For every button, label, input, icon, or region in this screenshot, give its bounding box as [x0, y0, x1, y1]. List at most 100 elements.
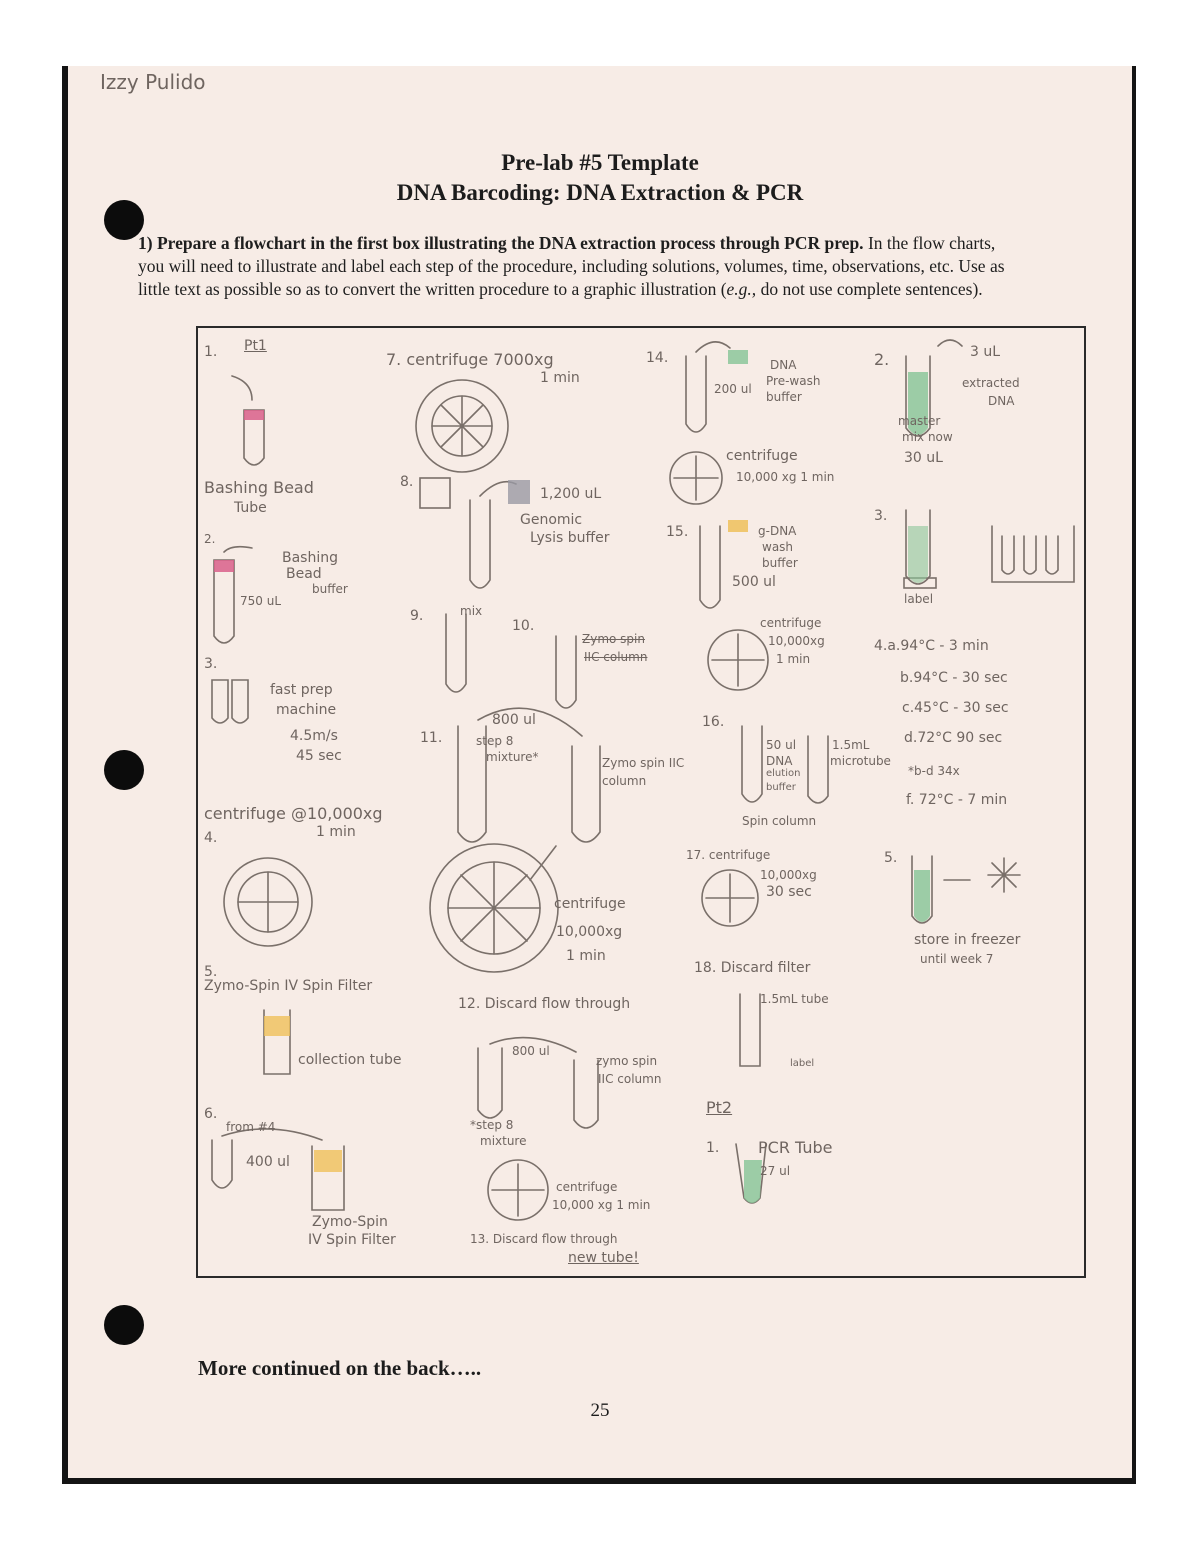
fastprep-tube-a [212, 680, 228, 723]
note-pt2-step-5-until: until week 7 [920, 952, 993, 966]
note-step-10-label2: IIC column [584, 650, 647, 664]
note-step-4-time: 1 min [316, 824, 356, 840]
note-step-3-time: 45 sec [296, 748, 342, 764]
note-step-18-tube: 1.5mL tube [760, 992, 829, 1006]
note-step-16-elution: elution [766, 768, 800, 779]
note-step-2-label2: Bead [286, 566, 322, 582]
note-pt2-step-2-extracted: extracted [962, 376, 1020, 390]
note-step-17-time: 30 sec [766, 884, 812, 900]
note-step-16-buffer: buffer [766, 782, 796, 793]
note-pt2-step-4a: 4.a.94°C - 3 min [874, 638, 989, 654]
note-step-8-label2: Lysis buffer [530, 530, 610, 546]
note-step-2-volume: 750 uL [240, 594, 281, 608]
note-step-14-speed: 10,000 xg 1 min [736, 470, 834, 484]
note-step-11-centrifuge: centrifuge [554, 896, 626, 912]
note-step-4-centrifuge: centrifuge @10,000xg [204, 804, 383, 823]
note-pt2-step-4f: f. 72°C - 7 min [906, 792, 1007, 808]
note-pt2-step-1-label: PCR Tube [758, 1138, 833, 1157]
note-step-15-centrifuge: centrifuge [760, 616, 821, 630]
note-pt1: Pt1 [244, 338, 267, 354]
note-step-1-number: 1. [204, 344, 217, 360]
note-pt2-step-4d: d.72°C 90 sec [904, 730, 1002, 746]
note-pt2-step-4c: c.45°C - 30 sec [902, 700, 1009, 716]
fastprep-tube-b [232, 680, 248, 723]
note-step-13: 13. Discard flow through [470, 1232, 618, 1246]
pink-beads-1 [244, 410, 264, 420]
note-step-12-speed: 10,000 xg 1 min [552, 1198, 650, 1212]
note-step-11-speed: 10,000xg [556, 924, 622, 940]
note-step-10-label: Zymo spin [582, 632, 645, 646]
note-step-7: 7. centrifuge 7000xg [386, 350, 554, 369]
gray-buffer-8 [508, 480, 530, 504]
yellow-filter-6 [314, 1150, 342, 1172]
tube-11b [572, 746, 600, 842]
note-step-12-mix: *step 8 [470, 1118, 513, 1132]
tube-12a [478, 1048, 502, 1118]
note-step-14-number: 14. [646, 350, 668, 366]
lid-8 [420, 478, 450, 508]
note-step-1-label2: Tube [234, 500, 267, 516]
note-step-15-wash: wash [762, 540, 793, 554]
tube-12b [574, 1060, 598, 1128]
snowflake-icon [988, 858, 1020, 892]
note-pt2-step-4e: *b-d 34x [908, 764, 960, 778]
yellow-filter-5 [264, 1016, 290, 1036]
note-step-12-centrifuge: centrifuge [556, 1180, 617, 1194]
note-step-15-volume: 500 ul [732, 574, 776, 590]
note-step-15-time: 1 min [776, 652, 810, 666]
note-pt2-step-2-mix: mix now [902, 430, 953, 444]
note-step-6-number: 6. [204, 1106, 217, 1122]
note-step-15-dna: g-DNA [758, 524, 796, 538]
page-number: 25 [0, 1400, 1200, 1422]
note-step-6-filter: Zymo-Spin [312, 1214, 388, 1230]
note-step-2-label3: buffer [312, 582, 348, 596]
pipette-2 [224, 547, 252, 552]
note-pt2-step-1-number: 1. [706, 1140, 719, 1156]
note-pt2-step-4b: b.94°C - 30 sec [900, 670, 1008, 686]
note-step-11-column2: column [602, 774, 646, 788]
tube-6a [212, 1140, 232, 1188]
green-pcr-3 [908, 526, 928, 583]
note-pt2-step-2-mix-volume: 30 uL [904, 450, 943, 466]
note-step-6-from: from #4 [226, 1120, 275, 1134]
note-step-12-mix2: mixture [480, 1134, 527, 1148]
note-step-16-number: 16. [702, 714, 724, 730]
note-step-15-number: 15. [666, 524, 688, 540]
note-step-8-number: 8. [400, 474, 413, 490]
tube-10 [556, 636, 576, 708]
note-step-5-label: Zymo-Spin IV Spin Filter [204, 978, 372, 994]
note-step-16-dna: DNA [766, 754, 792, 768]
note-pt2-step-2-master: master [898, 414, 940, 428]
note-step-4-number: 4. [204, 830, 217, 846]
note-step-17: 17. centrifuge [686, 848, 770, 862]
note-step-8-label: Genomic [520, 512, 582, 528]
note-step-6-filter2: IV Spin Filter [308, 1232, 396, 1248]
note-step-14-volume: 200 ul [714, 382, 752, 396]
note-step-10-number: 10. [512, 618, 534, 634]
note-step-5-tube: collection tube [298, 1052, 401, 1068]
note-pt2: Pt2 [706, 1098, 732, 1117]
note-step-9-number: 9. [410, 608, 423, 624]
note-step-14-prewash: Pre-wash [766, 374, 820, 388]
note-step-12: 12. Discard flow through [458, 996, 630, 1012]
note-step-3-speed: 4.5m/s [290, 728, 338, 744]
arrow-1 [232, 376, 252, 400]
note-step-8-volume: 1,200 uL [540, 486, 601, 502]
more-on-back-note: More continued on the back….. [198, 1356, 481, 1381]
note-pt2-step-2-volume: 3 uL [970, 344, 1000, 360]
note-step-13-new-tube: new tube! [568, 1250, 639, 1266]
note-step-18: 18. Discard filter [694, 960, 810, 976]
note-step-12-column: zymo spin [596, 1054, 657, 1068]
tube-9 [446, 614, 466, 692]
note-pt2-step-3-label: label [904, 592, 933, 606]
note-step-16-volume: 50 ul [766, 738, 796, 752]
yellow-buffer-15 [728, 520, 748, 532]
note-step-1-label: Bashing Bead [204, 478, 314, 497]
tube-16b [808, 736, 828, 803]
note-step-14-buffer: buffer [766, 390, 802, 404]
note-step-2-label: Bashing [282, 550, 338, 566]
tube-15 [700, 526, 720, 608]
note-step-11-time: 1 min [566, 948, 606, 964]
note-step-15-speed: 10,000xg [768, 634, 825, 648]
